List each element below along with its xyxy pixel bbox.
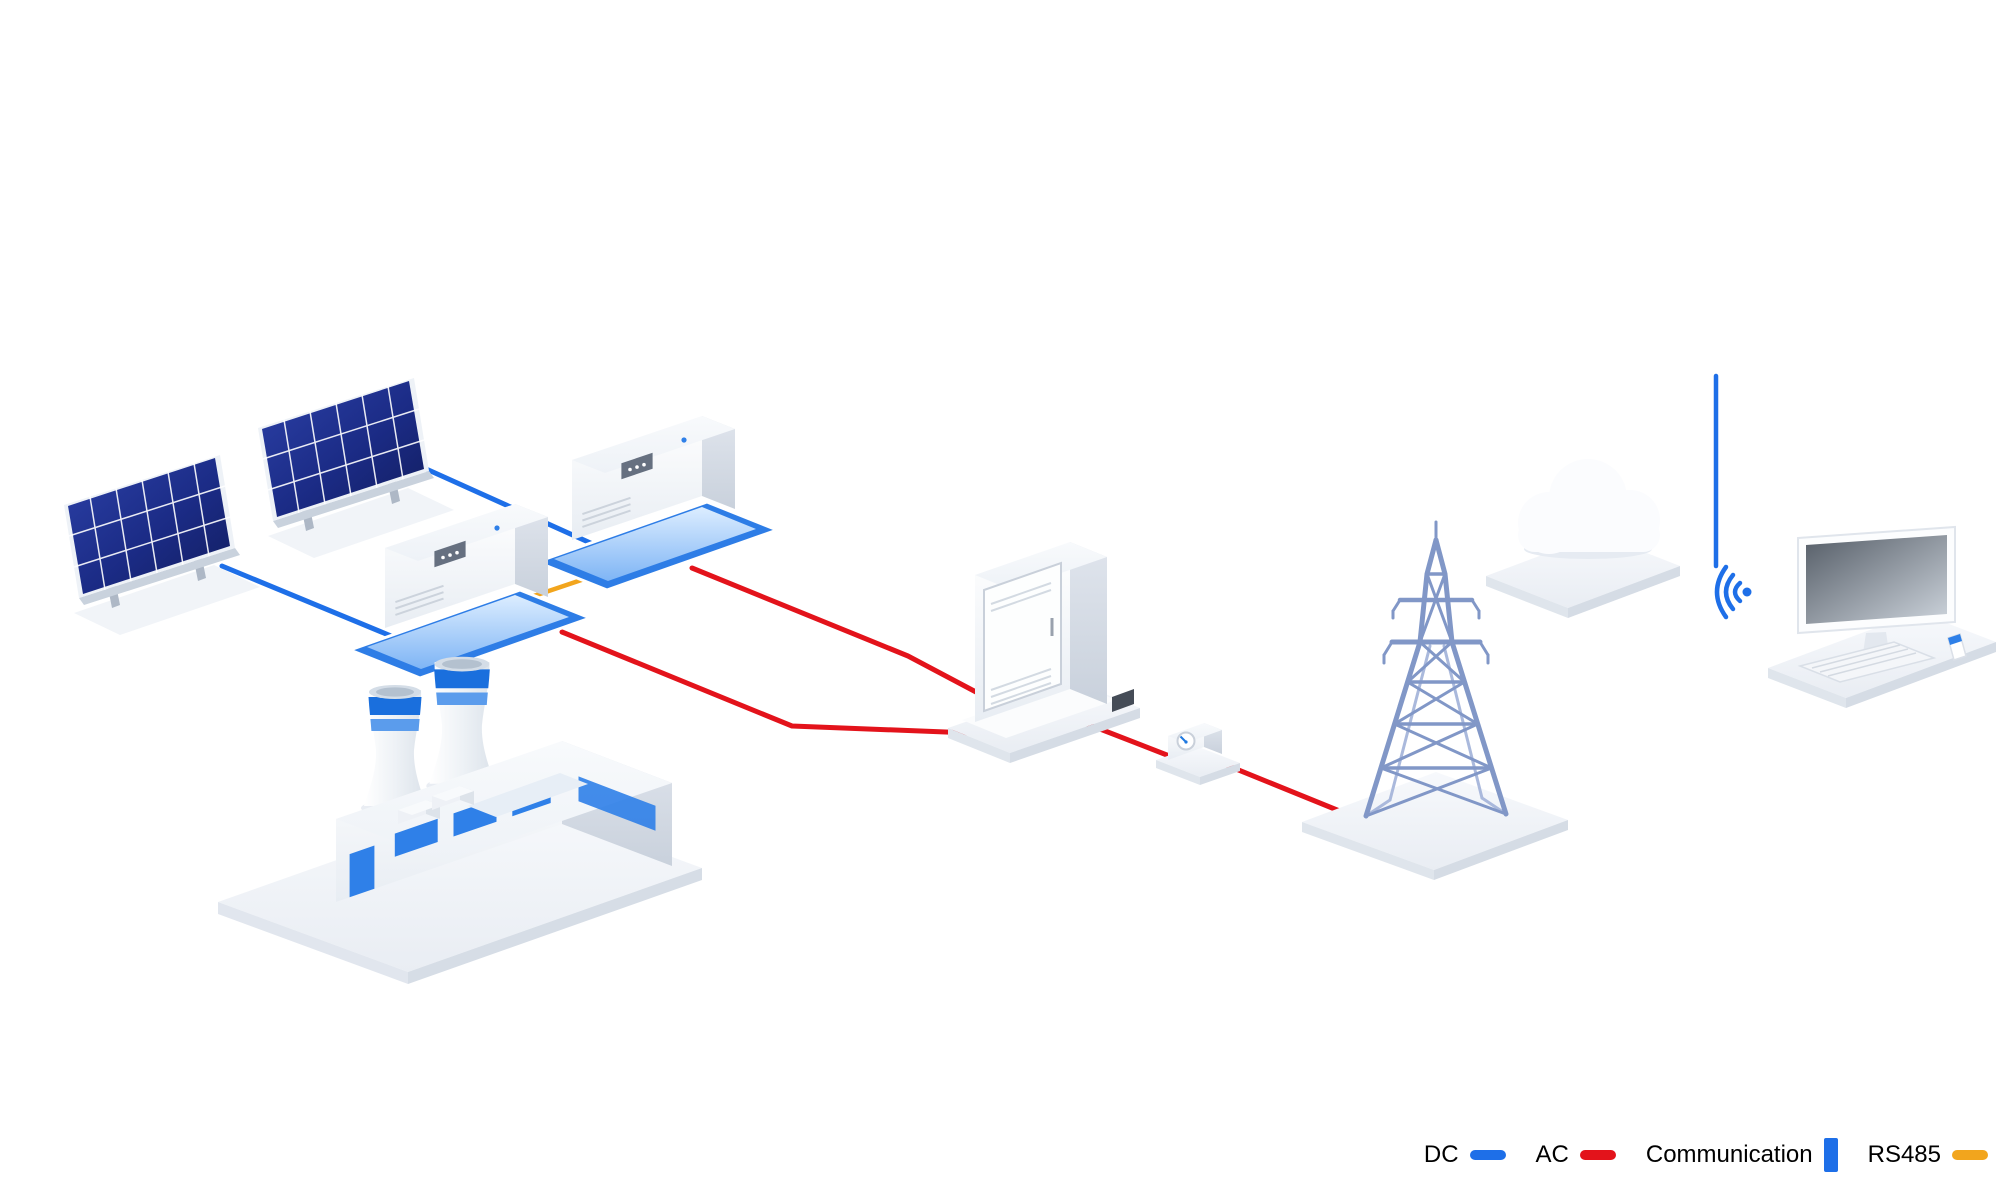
legend-label-ac: AC	[1535, 1141, 1569, 1168]
meter-icon	[1156, 723, 1240, 785]
legend: DC AC Communication RS485	[1424, 1138, 1988, 1172]
cabinet-platform-edge2	[1010, 708, 1140, 763]
factory-side-window	[578, 776, 656, 831]
legend-label-communication: Communication	[1645, 1141, 1813, 1168]
cabinet-side	[1070, 542, 1107, 704]
cloud-icon	[1486, 459, 1680, 618]
legend-item-rs485: RS485	[1868, 1141, 1988, 1169]
factory-door	[349, 845, 375, 898]
ac-line-inverter2	[689, 565, 979, 695]
legend-label-dc: DC	[1423, 1141, 1459, 1168]
meter-needle-pivot	[1184, 740, 1188, 744]
dc-line-1	[219, 563, 423, 651]
meter-platform-edge	[1156, 760, 1200, 785]
legend-swatch-dc	[1469, 1150, 1506, 1160]
ac-line-inverter1	[559, 629, 999, 737]
factory-window-1	[394, 818, 438, 857]
keyboard	[1797, 641, 1937, 683]
cloud-body	[1518, 459, 1660, 554]
pylon-icon	[1302, 520, 1568, 880]
inverter-icon-2	[535, 414, 779, 592]
cabinet-top	[975, 542, 1107, 590]
legend-item-communication: Communication	[1646, 1138, 1838, 1172]
wifi-icon	[1714, 564, 1752, 620]
cabinet-vents	[990, 582, 1052, 705]
solar-panel-icon-1	[63, 454, 261, 636]
legend-swatch-ac	[1579, 1150, 1616, 1160]
cloud-platform-edge2	[1568, 566, 1680, 618]
keyboard-keys	[1811, 644, 1917, 677]
legend-swatch-rs485	[1952, 1150, 1988, 1160]
legend-label-rs485: RS485	[1867, 1141, 1941, 1168]
cabinet-slab	[962, 682, 1116, 738]
solar-panel-icon-2	[257, 377, 455, 559]
pc-platform-edge	[1768, 668, 1846, 708]
cabinet-junction-box	[1112, 689, 1134, 712]
pylon-platform-edge	[1302, 822, 1434, 880]
pylon-platform-edge2	[1434, 820, 1568, 880]
cabinet-platform-edge	[948, 728, 1010, 763]
usb-dongle-tip	[1948, 634, 1962, 645]
cloud-platform-edge	[1486, 576, 1568, 618]
factory-icon	[218, 656, 702, 984]
factory-platform	[218, 798, 702, 972]
pylon-lattice	[1363, 520, 1509, 819]
legend-swatch-communication	[1823, 1138, 1838, 1172]
factory-platform-edge	[218, 902, 408, 984]
legend-item-ac: AC	[1536, 1141, 1616, 1169]
monitor-screen	[1806, 535, 1947, 624]
factory-skylight	[468, 773, 588, 817]
legend-item-dc: DC	[1424, 1141, 1506, 1169]
meter-platform-edge2	[1200, 763, 1240, 785]
monitor-icon	[1768, 525, 1996, 708]
cabinet-icon	[948, 542, 1140, 763]
factory-platform-edge2	[408, 868, 702, 984]
